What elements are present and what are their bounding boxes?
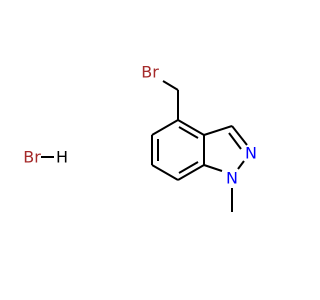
bond-ch2-br xyxy=(162,80,179,91)
structure-canvas: Br N N Br H xyxy=(23,63,257,212)
hbr-hydrogen-label: H xyxy=(56,148,68,167)
bromine-atom-label: Br xyxy=(141,63,159,82)
nitrogen-n2-label: N xyxy=(245,144,257,163)
bond-c3-n2-inner xyxy=(228,132,242,150)
bond-c7-c7a xyxy=(177,164,205,181)
bond-c7-c7a-inner xyxy=(178,161,199,174)
bond-c6-c7 xyxy=(151,164,179,181)
bond-n1-c7a xyxy=(203,164,223,172)
bond-c4-c5 xyxy=(151,119,179,136)
bond-c3a-c4-inner xyxy=(178,126,199,139)
bond-n2-n1 xyxy=(237,160,245,170)
molecule-drawing: Br N N Br H xyxy=(23,63,257,212)
bond-c3a-c3 xyxy=(203,125,233,136)
bond-c3a-c4 xyxy=(177,119,205,136)
nitrogen-n1-label: N xyxy=(226,169,238,188)
hbr-bromine-label: Br xyxy=(23,148,41,167)
bond-c3-n2 xyxy=(231,125,248,146)
